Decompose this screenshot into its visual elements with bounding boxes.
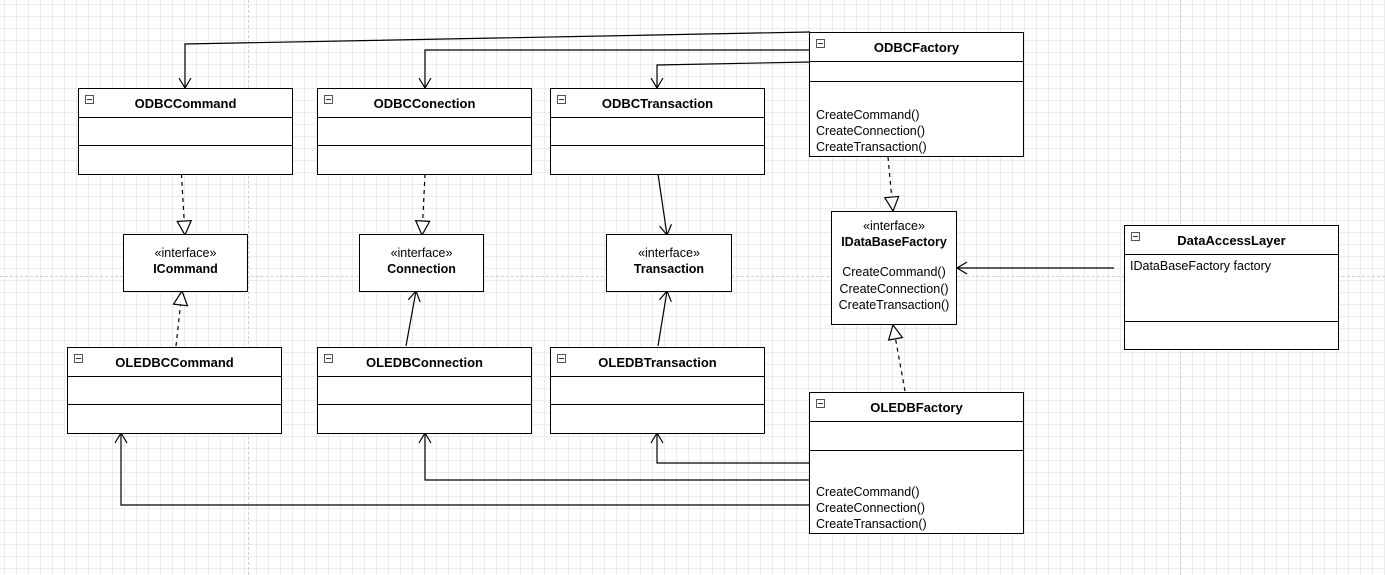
class-name: ODBCConection xyxy=(373,95,476,111)
class-header: OLEDBConnection xyxy=(318,348,531,377)
association-oledbfactory-oledbtransaction xyxy=(657,433,810,464)
collapse-icon[interactable] xyxy=(557,95,566,104)
interface-name: ICommand xyxy=(153,262,218,276)
association-oledbfactory-oledbccommand xyxy=(121,433,810,506)
class-oledb-factory[interactable]: OLEDBFactory CreateCommand() CreateConne… xyxy=(809,392,1024,534)
stereotype-label: «interface» xyxy=(638,246,700,260)
class-header: ODBCCommand xyxy=(79,89,292,118)
dependency-oledbconnection-connection xyxy=(405,291,416,347)
dependency-odbctransaction-transaction xyxy=(657,173,667,235)
class-header: ODBCFactory xyxy=(810,33,1023,62)
operation: CreateConnection() xyxy=(816,501,926,515)
collapse-icon[interactable] xyxy=(816,39,825,48)
association-odbcfactory-odbctransaction xyxy=(657,61,811,88)
attributes-compartment xyxy=(810,422,1023,451)
realization-odbccommand-icommand xyxy=(181,165,185,235)
association-odbcfactory-odbccommand xyxy=(185,31,811,88)
interface-name: Connection xyxy=(387,262,456,276)
class-oledbc-command[interactable]: OLEDBCCommand xyxy=(67,347,282,434)
association-oledbfactory-oledbconnection xyxy=(425,433,810,481)
operation: CreateCommand() xyxy=(816,108,920,122)
class-header: ODBCConection xyxy=(318,89,531,118)
class-header: OLEDBCCommand xyxy=(68,348,281,377)
operation: CreateTransaction() xyxy=(816,517,927,531)
class-name: ODBCFactory xyxy=(873,39,960,55)
class-odbc-factory[interactable]: ODBCFactory CreateCommand() CreateConnec… xyxy=(809,32,1024,157)
interface-name: IDataBaseFactory xyxy=(841,235,947,249)
stereotype-label: «interface» xyxy=(863,219,925,233)
class-oledb-connection[interactable]: OLEDBConnection xyxy=(317,347,532,434)
interface-transaction[interactable]: «interface» Transaction xyxy=(606,234,732,292)
attributes-compartment xyxy=(79,118,292,146)
operations-list: CreateCommand() CreateConnection() Creat… xyxy=(832,264,956,314)
collapse-icon[interactable] xyxy=(324,354,333,363)
class-header: DataAccessLayer xyxy=(1125,226,1338,255)
attributes-compartment xyxy=(318,377,531,405)
class-name: ODBCTransaction xyxy=(601,95,714,111)
operation: CreateCommand() xyxy=(842,265,946,279)
class-header: OLEDBFactory xyxy=(810,393,1023,422)
class-data-access-layer[interactable]: DataAccessLayer IDataBaseFactory factory xyxy=(1124,225,1339,350)
collapse-icon[interactable] xyxy=(557,354,566,363)
operation: CreateTransaction() xyxy=(816,140,927,154)
class-name: OLEDBTransaction xyxy=(598,354,717,370)
interface-icommand[interactable]: «interface» ICommand xyxy=(123,234,248,292)
attributes-compartment xyxy=(810,62,1023,82)
page-break-vertical xyxy=(248,0,249,575)
attributes-compartment: IDataBaseFactory factory xyxy=(1125,255,1338,322)
operation: CreateConnection() xyxy=(839,281,949,296)
attribute: IDataBaseFactory factory xyxy=(1130,259,1272,273)
realization-odbcconnection-connection xyxy=(422,173,425,235)
attributes-compartment xyxy=(68,377,281,405)
class-name: DataAccessLayer xyxy=(1177,232,1286,248)
class-header: OLEDBTransaction xyxy=(551,348,764,377)
class-header: ODBCTransaction xyxy=(551,89,764,118)
operation: CreateTransaction() xyxy=(838,298,950,312)
class-name: ODBCCommand xyxy=(134,95,237,111)
attributes-compartment xyxy=(551,118,764,146)
attributes-compartment xyxy=(551,377,764,405)
class-oledb-transaction[interactable]: OLEDBTransaction xyxy=(550,347,765,434)
stereotype-label: «interface» xyxy=(154,246,217,260)
association-odbcfactory-odbcconnection xyxy=(425,49,810,88)
interface-name: Transaction xyxy=(633,262,705,276)
class-odbc-connection[interactable]: ODBCConection xyxy=(317,88,532,175)
class-odbc-command[interactable]: ODBCCommand xyxy=(78,88,293,175)
interface-idatabase-factory[interactable]: «interface» IDataBaseFactory CreateComma… xyxy=(831,211,957,325)
stereotype-label: «interface» xyxy=(390,246,453,260)
collapse-icon[interactable] xyxy=(74,354,83,363)
collapse-icon[interactable] xyxy=(85,95,94,104)
collapse-icon[interactable] xyxy=(816,399,825,408)
class-odbc-transaction[interactable]: ODBCTransaction xyxy=(550,88,765,175)
interface-connection[interactable]: «interface» Connection xyxy=(359,234,484,292)
realization-odbcfactory-idatabasefactory xyxy=(888,156,893,211)
dependency-oledbtransaction-transaction xyxy=(657,291,667,347)
collapse-icon[interactable] xyxy=(324,95,333,104)
collapse-icon[interactable] xyxy=(1131,232,1140,241)
realization-oledbfactory-idatabasefactory xyxy=(893,325,906,392)
operation: CreateConnection() xyxy=(816,124,926,138)
operations-compartment: CreateCommand() CreateConnection() Creat… xyxy=(810,82,1023,155)
class-name: OLEDBConnection xyxy=(366,354,483,370)
attributes-compartment xyxy=(318,118,531,146)
operations-compartment: CreateCommand() CreateConnection() Creat… xyxy=(810,451,1023,532)
class-name: OLEDBCCommand xyxy=(115,354,234,370)
realization-oledbccommand-icommand xyxy=(176,291,182,347)
class-name: OLEDBFactory xyxy=(870,399,963,415)
operation: CreateCommand() xyxy=(816,485,920,499)
